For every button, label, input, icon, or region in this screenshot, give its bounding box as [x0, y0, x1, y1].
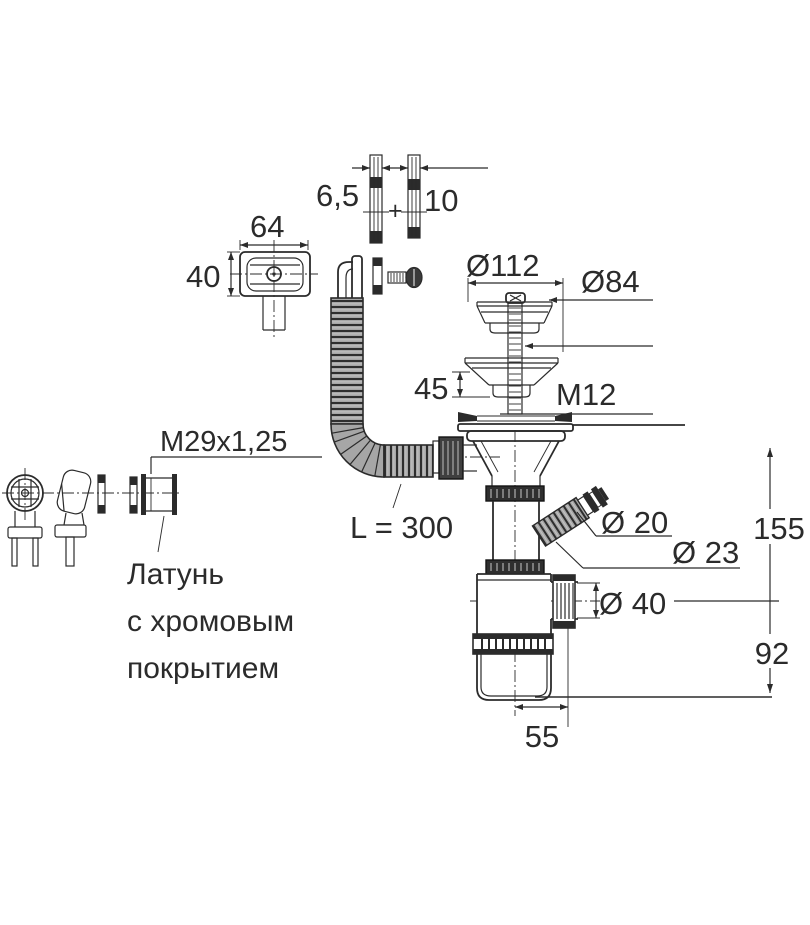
dia-112-label: Ø112: [466, 248, 540, 283]
flexible-overflow-hose: [330, 297, 464, 480]
dia-84-label: Ø84: [581, 264, 640, 299]
strainer-front-view: [6, 474, 44, 567]
material-label-line3: покрытием: [127, 652, 279, 685]
dim-55-label: 55: [525, 719, 559, 754]
overflow-cover: [239, 251, 311, 331]
dim-6-5-label: 6,5: [316, 178, 359, 213]
sink-strainer: [464, 292, 559, 415]
dim-outlet-offset: 55: [515, 627, 569, 754]
hose-length-label: L = 300: [350, 510, 453, 545]
dim-nut-thread: M29x1,25: [150, 426, 322, 474]
dim-flange-dia: Ø112: [466, 248, 564, 352]
overflow-pins: [363, 154, 427, 244]
dim-overflow-width: 64: [239, 209, 309, 250]
gasket-ring-1: [97, 474, 106, 514]
plus-label: +: [388, 197, 403, 225]
trap-cup: [476, 654, 552, 701]
dim-40-label: 40: [186, 259, 220, 294]
dim-10-label: 10: [424, 183, 458, 218]
dim-hose-length: L = 300: [350, 483, 453, 545]
dim-height-chain: 155 92: [535, 448, 805, 698]
gasket-ring-2: [129, 476, 138, 514]
thread-m29-label: M29x1,25: [160, 426, 287, 458]
washing-machine-spigot: [531, 485, 610, 548]
brass-nut: [141, 474, 177, 515]
overflow-screw: [387, 266, 423, 289]
dim-outlet-dia: Ø 40: [577, 582, 779, 621]
dia-20-label: Ø 20: [601, 505, 668, 540]
dim-45-label: 45: [414, 371, 448, 406]
dim-spigot-dia: Ø 20 Ø 23: [555, 505, 740, 570]
outlet-nut: [552, 574, 576, 629]
siphon-funnel: [463, 430, 566, 502]
dim-stud-thread: M12: [500, 377, 653, 415]
dim-92-label: 92: [755, 636, 789, 671]
dia-23-label: Ø 23: [672, 535, 739, 570]
dim-strainer-dia: Ø84: [525, 264, 653, 349]
dim-64-label: 64: [250, 209, 284, 244]
dim-overflow-height: 40: [186, 251, 240, 297]
bottle-trap: [472, 559, 578, 701]
dim-pins: 6,5 + 10: [316, 165, 488, 225]
dim-cup-depth: 45: [414, 371, 490, 406]
material-label-line1: Латунь: [127, 558, 224, 591]
strainer-side-view: [54, 469, 92, 567]
dim-155-label: 155: [753, 511, 805, 546]
thread-m12-label: M12: [556, 377, 616, 412]
material-note: Латунь с хромовым покрытием: [127, 515, 294, 685]
elbow-gasket: [372, 257, 383, 295]
dia-40-label: Ø 40: [599, 586, 666, 621]
material-label-line2: с хромовым: [127, 605, 294, 638]
